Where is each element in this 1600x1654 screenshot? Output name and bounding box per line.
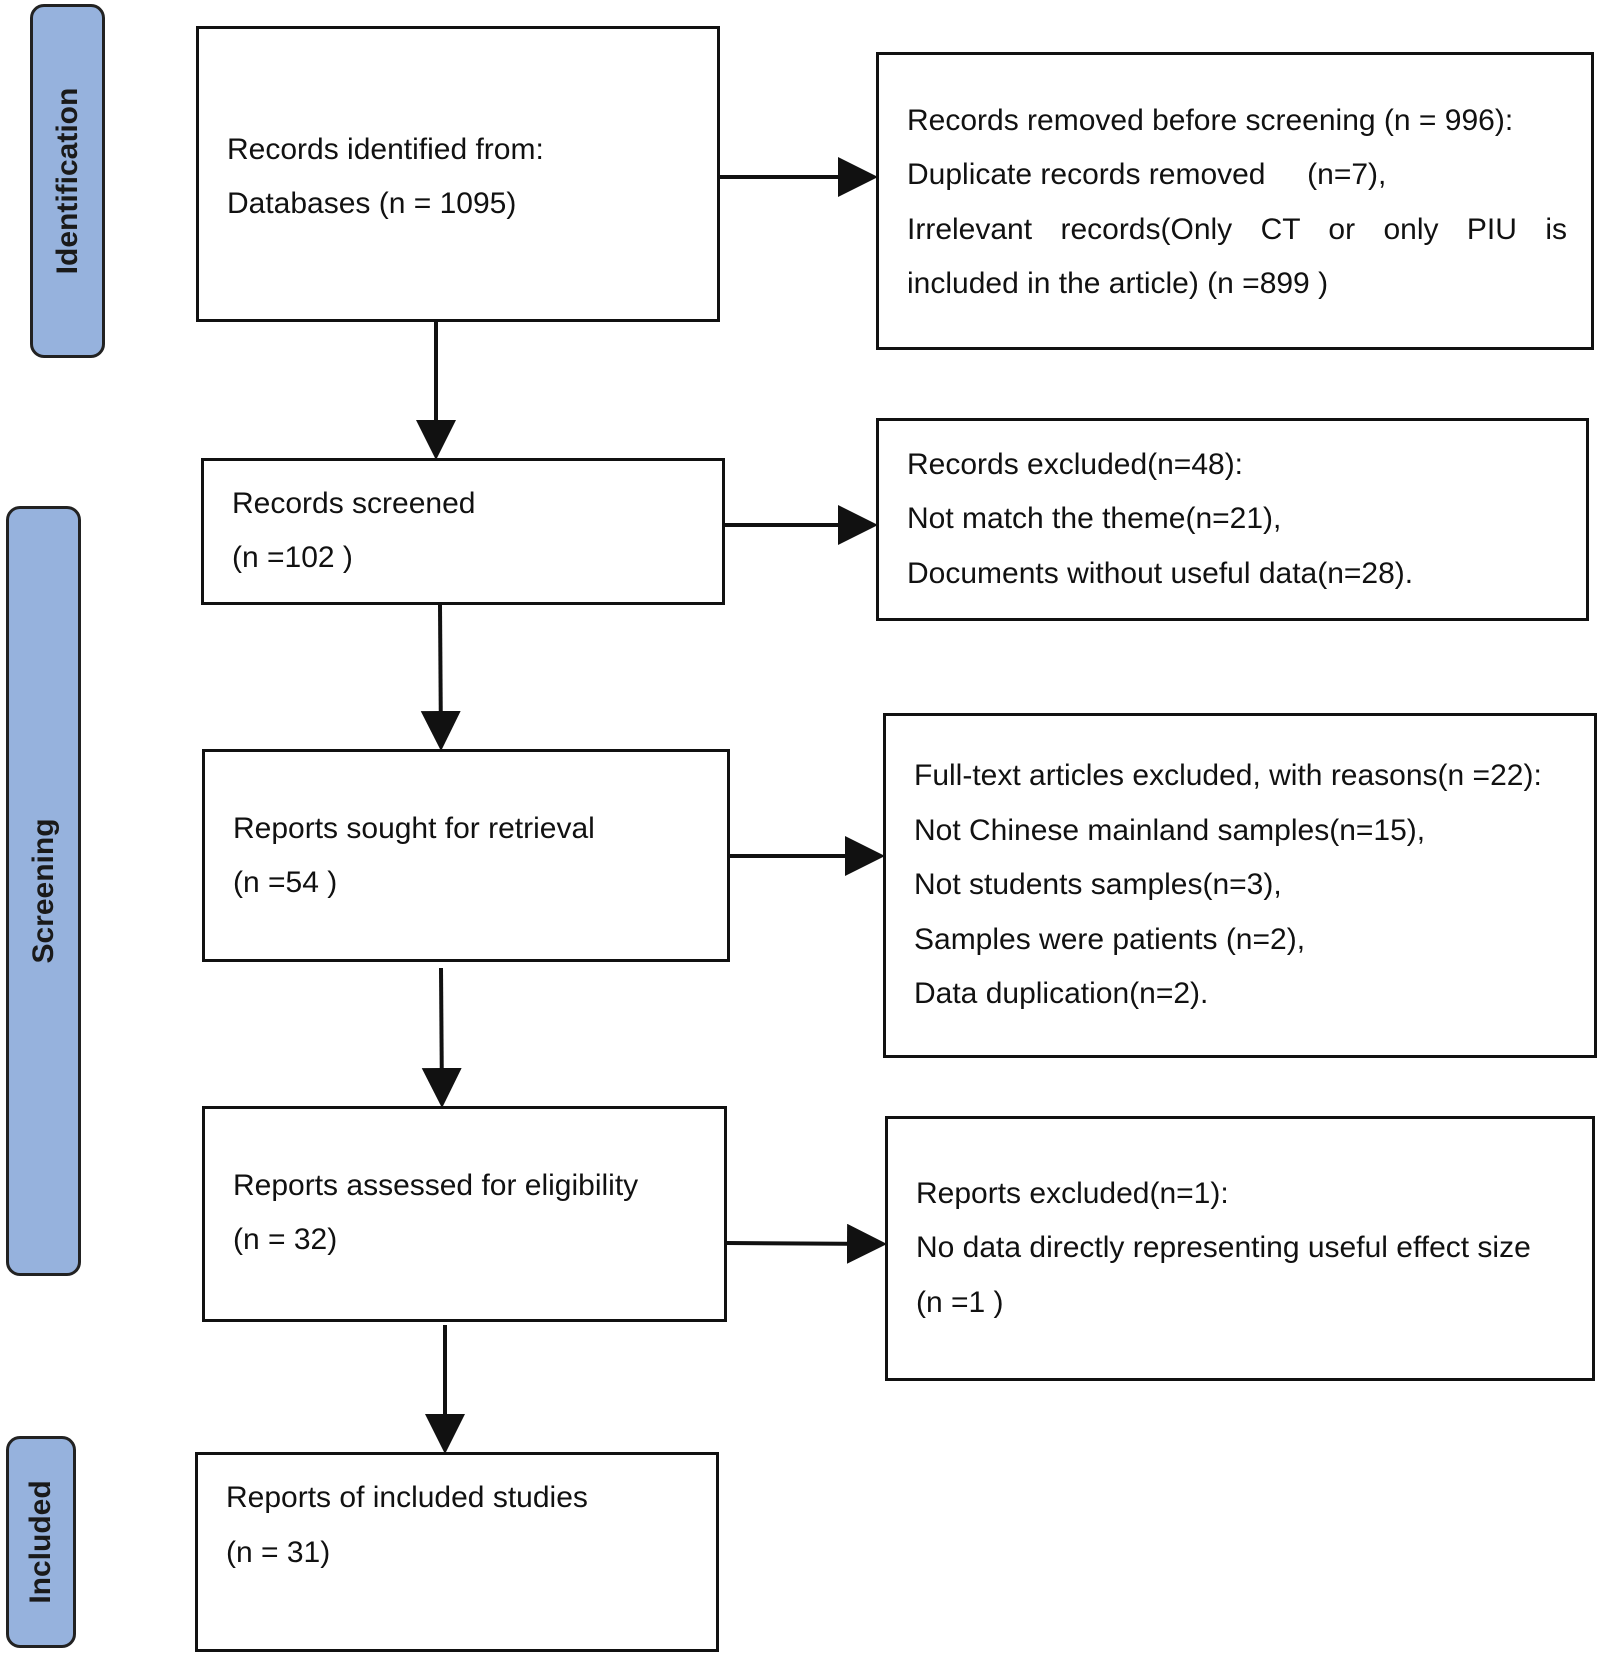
- irrelevant-records-count: included in the article) (n =899 ): [907, 267, 1329, 300]
- included-studies-title: Reports of included studies: [226, 1481, 588, 1514]
- no-effect-size-line: No data directly representing useful eff…: [916, 1231, 1531, 1264]
- records-identified-box: Records identified from: Databases (n = …: [196, 26, 720, 322]
- duplicate-records-line: Duplicate records removed (n=7),: [907, 158, 1387, 191]
- patients-line: Samples were patients (n=2),: [914, 923, 1306, 956]
- records-screened-count: (n =102 ): [232, 541, 353, 574]
- not-students-line: Not students samples(n=3),: [914, 868, 1282, 901]
- records-excluded-title: Records excluded(n=48):: [907, 448, 1244, 481]
- included-studies-count: (n = 31): [226, 1536, 331, 1569]
- phase-included-label: Included: [24, 1480, 57, 1604]
- phase-identification: Identification: [30, 4, 105, 358]
- reports-retrieval-title: Reports sought for retrieval: [233, 812, 595, 845]
- phase-screening-label: Screening: [26, 818, 60, 964]
- irrelevant-records-line: Irrelevant records(Only CT or only PIU i…: [907, 213, 1567, 246]
- reports-retrieval-count: (n =54 ): [233, 866, 338, 899]
- records-excluded-box: Records excluded(n=48): Not match the th…: [876, 418, 1589, 621]
- reports-retrieval-box: Reports sought for retrieval (n =54 ): [202, 749, 730, 962]
- eligibility-title: Reports assessed for eligibility: [233, 1169, 639, 1202]
- phase-included: Included: [6, 1436, 76, 1648]
- no-useful-data-line: Documents without useful data(n=28).: [907, 557, 1414, 590]
- included-studies-box: Reports of included studies (n = 31): [195, 1452, 719, 1652]
- records-screened-box: Records screened (n =102 ): [201, 458, 725, 605]
- arrow-screened-to-retrieval: [420, 604, 461, 751]
- records-removed-box: Records removed before screening (n = 99…: [876, 52, 1594, 350]
- eligibility-box: Reports assessed for eligibility (n = 32…: [202, 1106, 727, 1322]
- fulltext-excluded-box: Full-text articles excluded, with reason…: [883, 713, 1597, 1058]
- duplication-line: Data duplication(n=2).: [914, 977, 1209, 1010]
- phase-screening: Screening: [6, 506, 81, 1276]
- records-screened-title: Records screened: [232, 487, 476, 520]
- eligibility-count: (n = 32): [233, 1223, 338, 1256]
- records-removed-title: Records removed before screening (n = 99…: [907, 104, 1514, 137]
- arrow-retrieval-to-eligibility: [421, 967, 462, 1108]
- fulltext-excluded-title: Full-text articles excluded, with reason…: [914, 759, 1542, 792]
- reports-excluded-title: Reports excluded(n=1):: [916, 1177, 1229, 1210]
- theme-mismatch-line: Not match the theme(n=21),: [907, 502, 1282, 535]
- arrow-eligibility-to-reports-excluded: [726, 1223, 887, 1264]
- records-identified-title: Records identified from:: [227, 133, 544, 166]
- reports-excluded-count: (n =1 ): [916, 1286, 1004, 1319]
- reports-excluded-box: Reports excluded(n=1): No data directly …: [885, 1116, 1595, 1381]
- records-identified-count: Databases (n = 1095): [227, 187, 517, 220]
- phase-identification-label: Identification: [50, 87, 84, 275]
- not-mainland-line: Not Chinese mainland samples(n=15),: [914, 814, 1426, 847]
